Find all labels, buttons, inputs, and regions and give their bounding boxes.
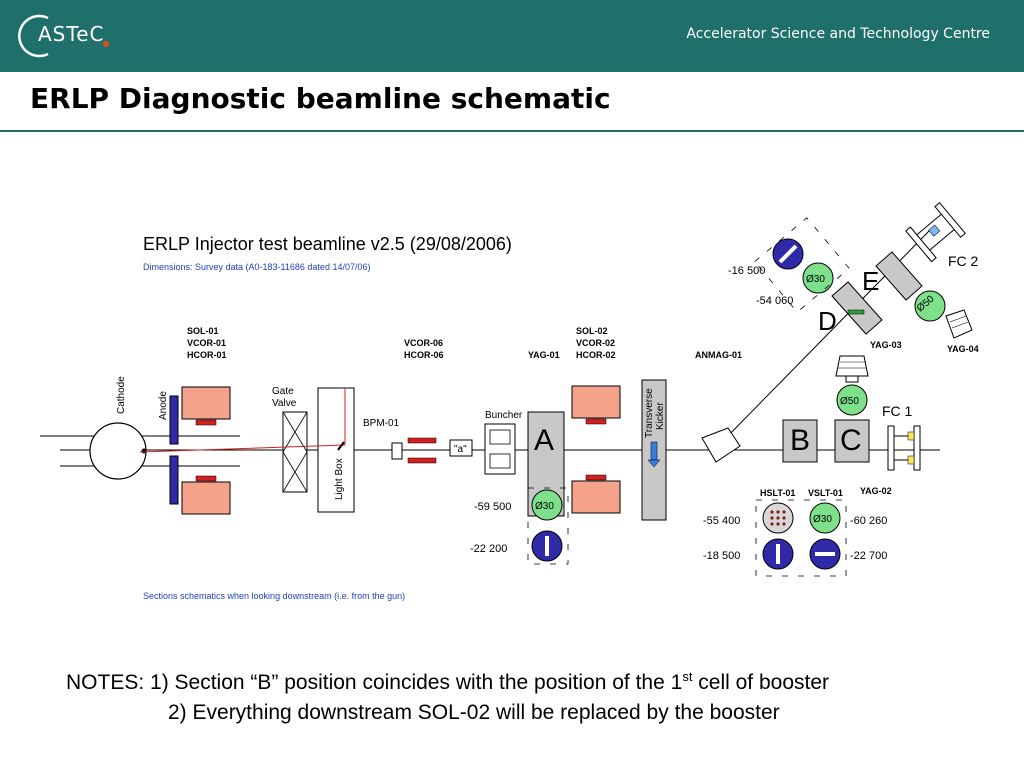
vcor06-label-1: VCOR-06 bbox=[404, 338, 443, 348]
section-d-label: D bbox=[818, 306, 837, 336]
buncher: Buncher bbox=[484, 410, 523, 475]
e-phi30: Ø30 bbox=[806, 274, 825, 285]
gate-label: Gate bbox=[272, 386, 294, 397]
diagram-footer: Sections schematics when looking downstr… bbox=[143, 591, 405, 601]
section-b: B HSLT-01 -55 400 -18 500 bbox=[703, 419, 818, 570]
section-d: D YAG-03 bbox=[818, 281, 902, 350]
section-a-label: A bbox=[534, 424, 554, 457]
vcor06-label-2: HCOR-06 bbox=[404, 350, 444, 360]
b-top-dimension: -55 400 bbox=[703, 515, 740, 527]
faraday-cup-1: FC 1 bbox=[882, 403, 921, 471]
kicker-label: Kicker bbox=[655, 402, 666, 430]
diagram-subtitle: Dimensions: Survey data (A0-183-11686 da… bbox=[143, 262, 370, 272]
section-c: C VSLT-01 YAG-02 -60 260 -22 700 Ø30 Ø50 bbox=[755, 355, 892, 577]
c-phi30: Ø30 bbox=[813, 514, 832, 525]
section-c-label: C bbox=[840, 424, 862, 457]
light-box-label: Light Box bbox=[334, 458, 345, 500]
yag02-label: YAG-02 bbox=[860, 486, 892, 496]
e-bottom-dimension: -54 060 bbox=[756, 295, 793, 307]
light-box: Light Box bbox=[139, 387, 355, 513]
header-bar: ASTeC Accelerator Science and Technology… bbox=[0, 0, 1024, 72]
cathode-label: Cathode bbox=[116, 376, 127, 414]
logo-text: ASTeC bbox=[38, 22, 105, 46]
valve-label: Valve bbox=[272, 398, 297, 409]
a-phi30: Ø30 bbox=[535, 501, 554, 512]
c-top-dimension: -60 260 bbox=[850, 515, 887, 527]
section-e: E -16 500 -54 060 Ø30 Ø50 YAG-04 bbox=[728, 217, 979, 354]
anmag01-label: ANMAG-01 bbox=[695, 350, 742, 360]
section-e-label: E bbox=[862, 266, 879, 296]
gate-valve: Gate Valve bbox=[272, 386, 308, 493]
sol01-label-1: SOL-01 bbox=[187, 326, 219, 336]
bpm01: BPM-01 bbox=[363, 418, 437, 464]
section-b-label: B bbox=[790, 424, 810, 457]
sol02-magnet: SOL-02 VCOR-02 HCOR-02 bbox=[571, 326, 621, 514]
fc1-label: FC 1 bbox=[882, 403, 913, 419]
notes: NOTES: 1) Section “B” position coincides… bbox=[66, 662, 829, 728]
page-title: ERLP Diagnostic beamline schematic bbox=[30, 82, 611, 115]
section-a: YAG-01 A -59 500 -22 200 Ø30 bbox=[470, 350, 569, 565]
a-bottom-dimension: -22 200 bbox=[470, 543, 507, 555]
cathode: Cathode bbox=[89, 376, 147, 480]
note-1: NOTES: 1) Section “B” position coincides… bbox=[66, 669, 830, 694]
e-top-dimension: -16 500 bbox=[728, 265, 765, 277]
sol01-magnet: SOL-01 VCOR-01 HCOR-01 bbox=[181, 326, 231, 515]
faraday-cup-2: FC 2 bbox=[905, 202, 979, 269]
sol02-label-3: HCOR-02 bbox=[576, 350, 616, 360]
buncher-label: Buncher bbox=[485, 410, 523, 421]
sol02-label-1: SOL-02 bbox=[576, 326, 608, 336]
sol02-label-2: VCOR-02 bbox=[576, 338, 615, 348]
anode: Anode bbox=[158, 391, 179, 505]
c-phi50: Ø50 bbox=[840, 396, 859, 407]
fc2-label: FC 2 bbox=[948, 253, 979, 269]
sol01-label-3: HCOR-01 bbox=[187, 350, 227, 360]
transverse-label: Transverse bbox=[644, 388, 655, 438]
a-tag-label: "a" bbox=[454, 444, 467, 455]
sol01-label-2: VCOR-01 bbox=[187, 338, 226, 348]
c-bottom-dimension: -22 700 bbox=[850, 550, 887, 562]
a-top-dimension: -59 500 bbox=[474, 501, 511, 513]
beamline-schematic: ERLP Injector test beamline v2.5 (29/08/… bbox=[40, 202, 979, 601]
org-name: Accelerator Science and Technology Centr… bbox=[686, 26, 990, 42]
astec-logo bbox=[18, 14, 109, 58]
yag03-label: YAG-03 bbox=[870, 340, 902, 350]
b-bottom-dimension: -18 500 bbox=[703, 550, 740, 562]
yag04-label: YAG-04 bbox=[947, 344, 979, 354]
yag01-label: YAG-01 bbox=[528, 350, 560, 360]
transverse-kicker: Transverse Kicker bbox=[641, 379, 667, 521]
hslt01-label: HSLT-01 bbox=[760, 488, 795, 498]
note-2: 2) Everything downstream SOL-02 will be … bbox=[168, 701, 780, 724]
bpm01-label: BPM-01 bbox=[363, 418, 400, 429]
vslt01-label: VSLT-01 bbox=[808, 488, 843, 498]
anode-label: Anode bbox=[158, 391, 169, 420]
diagram-title: ERLP Injector test beamline v2.5 (29/08/… bbox=[143, 234, 512, 254]
anmag01-dipole bbox=[701, 427, 741, 463]
title-rule bbox=[0, 130, 1024, 132]
